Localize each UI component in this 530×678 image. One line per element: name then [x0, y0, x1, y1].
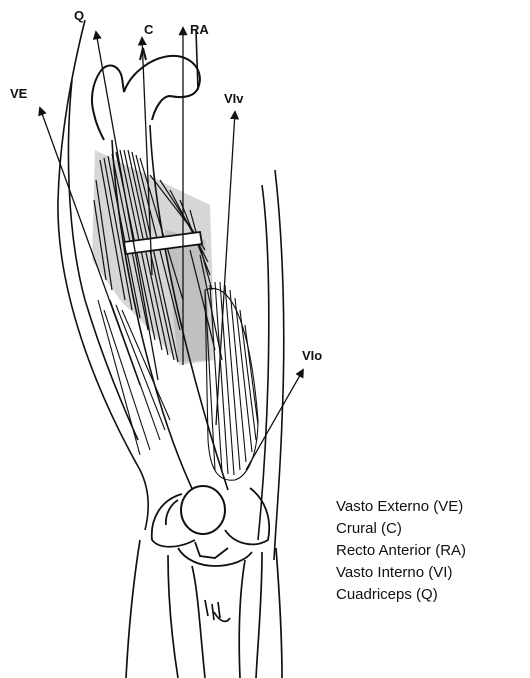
legend-item-cuadriceps: Cuadriceps (Q) — [336, 584, 466, 606]
label-q: Q — [74, 8, 84, 23]
label-vio: VIo — [302, 348, 322, 363]
legend-item-vasto-externo: Vasto Externo (VE) — [336, 496, 466, 518]
legend-item-crural: Crural (C) — [336, 518, 466, 540]
tibia — [126, 540, 282, 678]
label-viv: VIv — [224, 91, 244, 106]
legend-item-recto-anterior: Recto Anterior (RA) — [336, 540, 466, 562]
legend-item-vasto-interno: Vasto Interno (VI) — [336, 562, 466, 584]
label-ra: RA — [190, 22, 209, 37]
label-ve: VE — [10, 86, 28, 101]
patella — [181, 486, 225, 534]
legend: Vasto Externo (VE) Crural (C) Recto Ante… — [336, 496, 466, 606]
label-c: C — [144, 22, 154, 37]
